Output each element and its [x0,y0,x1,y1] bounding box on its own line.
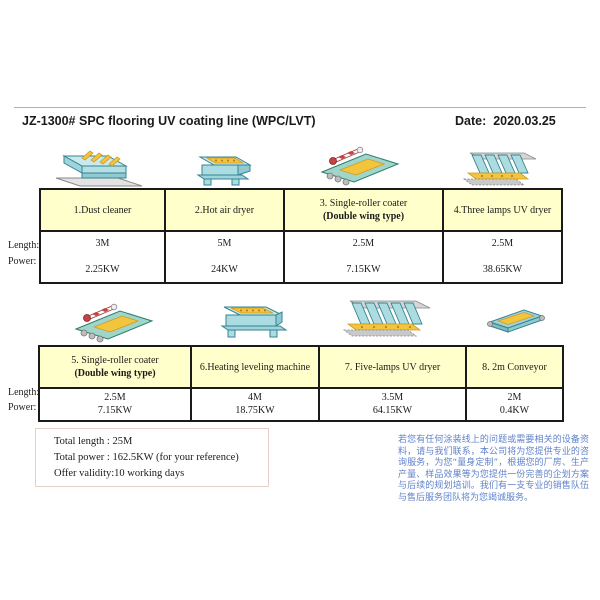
power-value: 24KW [211,264,238,275]
length-value: 5M [217,238,232,249]
summary-box: Total length : 25M Total power : 162.5KW… [35,428,269,487]
hot-air-dryer-icon [192,149,254,187]
length-value: 2.5M [104,392,126,403]
top-divider [14,107,586,108]
heating-leveling-machine-icon [214,301,292,341]
machine-specs: 2.5M 7.15KW [40,389,190,420]
conveyor-icon [482,306,548,336]
row-label-length-1: Length: [8,240,40,251]
row-label-power-1: Power: [8,256,37,267]
single-roller-coater-icon [70,299,158,345]
dust-cleaner-icon [52,146,144,188]
machine-name: 7. Five-lamps UV dryer [344,361,441,373]
machine-header: 8. 2m Conveyor [467,347,562,387]
machine-specs: 5M 24KW [166,232,283,282]
machine-header: 7. Five-lamps UV dryer [320,347,465,387]
total-power: Total power : 162.5KW (for your referenc… [54,452,239,463]
power-value: 64.15KW [372,405,413,416]
row-label-length-2: Length: [8,387,40,398]
machine-header: 3. Single-roller coater (Double wing typ… [285,190,442,230]
spec-table-2: 5. Single-roller coater (Double wing typ… [38,345,564,422]
machine-header: 6.Heating leveling machine [192,347,318,387]
machine-name: 6.Heating leveling machine [199,361,311,373]
length-value: 3M [95,238,110,249]
length-value: 4M [248,392,262,403]
machine-specs: 3M 2.25KW [41,232,164,282]
power-value: 18.75KW [235,405,275,416]
machine-specs: 2M 0.4KW [467,389,562,420]
power-value: 0.4KW [499,405,530,416]
machine-specs: 2.5M 38.65KW [444,232,561,282]
machine-specs: 2.5M 7.15KW [285,232,442,282]
length-value: 2.5M [491,238,514,249]
machine-name: 8. 2m Conveyor [482,361,547,373]
machine-name: 2.Hot air dryer [194,204,255,216]
length-value: 2.5M [352,238,375,249]
machine-header: 4.Three lamps UV dryer [444,190,561,230]
power-value: 7.15KW [97,405,133,416]
power-value: 7.15KW [346,264,381,275]
spec-table-1: 1.Dust cleaner 2.Hot air dryer 3. Single… [39,188,563,284]
row-label-power-2: Power: [8,402,37,413]
single-roller-coater-icon [316,142,404,188]
machine-subname: (Double wing type) [74,368,156,379]
offer-validity: Offer validity:10 working days [54,468,185,479]
three-lamps-uv-dryer-icon [456,149,540,187]
machine-subname: (Double wing type) [322,211,405,222]
machine-specs: 3.5M 64.15KW [320,389,465,420]
machine-name: 3. Single-roller coater [319,198,408,209]
sales-note-cn: 若您有任何涂装线上的问题或需要相关的设备资料，请与我们联系，本公司将为您提供专业… [398,435,589,503]
machine-header: 1.Dust cleaner [41,190,164,230]
date-value: Date: 2020.03.25 [455,114,556,128]
machine-name: 5. Single-roller coater [71,355,159,366]
power-value: 38.65KW [482,264,523,275]
machine-specs: 4M 18.75KW [192,389,318,420]
total-length: Total length : 25M [54,436,133,447]
five-lamps-uv-dryer-icon [334,297,434,341]
length-value: 3.5M [381,392,404,403]
machine-name: 4.Three lamps UV dryer [453,204,552,216]
length-value: 2M [507,392,522,403]
machine-name: 1.Dust cleaner [73,204,132,216]
power-value: 2.25KW [85,264,120,275]
page-title: JZ-1300# SPC flooring UV coating line (W… [22,114,316,128]
machine-header: 2.Hot air dryer [166,190,283,230]
machine-header: 5. Single-roller coater (Double wing typ… [40,347,190,387]
